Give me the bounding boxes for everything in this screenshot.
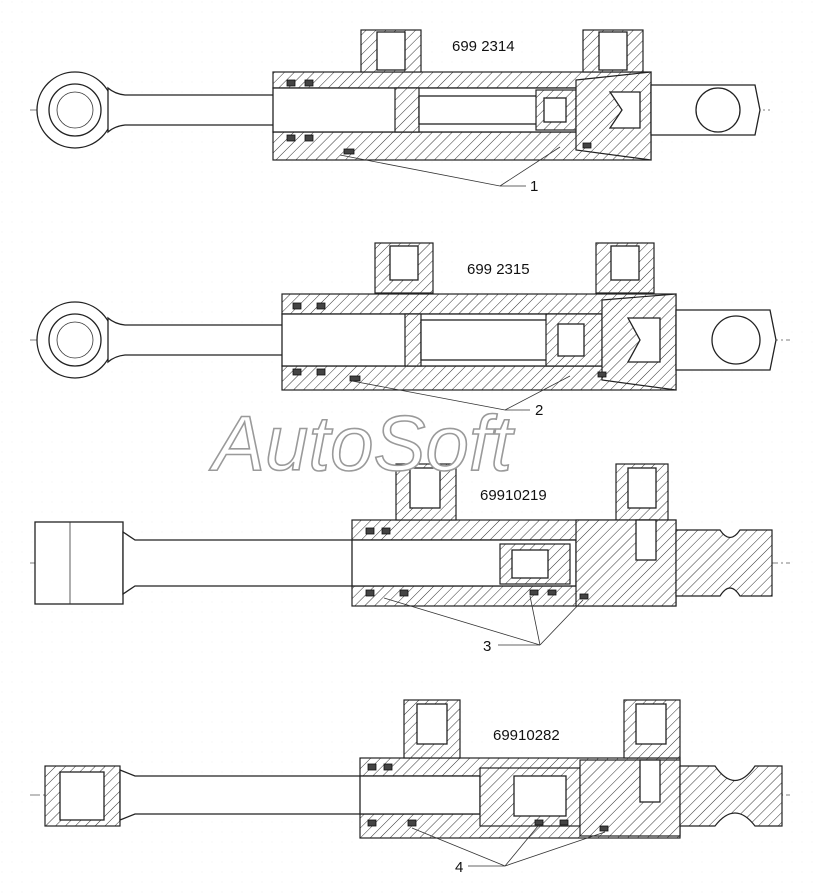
watermark-text: AutoSoft — [209, 399, 516, 487]
callout-number: 3 — [483, 638, 491, 655]
part-number-label: 69910219 — [480, 487, 547, 504]
part-number-label: 69910282 — [493, 727, 560, 744]
callout-number: 1 — [530, 178, 538, 195]
cylinder-699-2315: 699 2315 2 — [30, 242, 790, 419]
cylinder-69910219: 69910219 3 — [30, 463, 790, 655]
callout-number: 2 — [535, 402, 543, 419]
callout-number: 4 — [455, 859, 463, 876]
cylinder-699-2314: 699 2314 1 — [30, 29, 770, 195]
part-number-label: 699 2314 — [452, 38, 515, 55]
cylinder-69910282: 69910282 4 — [30, 699, 790, 876]
part-number-label: 699 2315 — [467, 261, 530, 278]
